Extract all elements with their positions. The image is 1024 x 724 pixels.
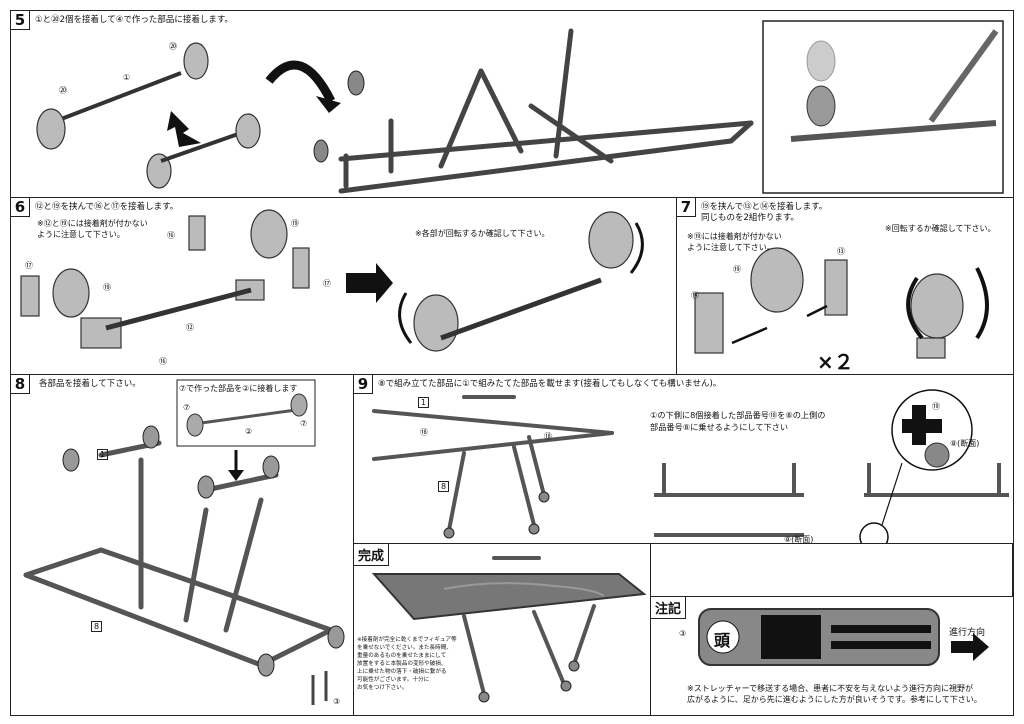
direction-label: 進行方向 <box>949 628 986 638</box>
complete-note: ※接着剤が完全に乾くまでフィギュア等 を乗せないでください。また長時間、 重量の… <box>357 637 457 691</box>
caution-panel: 注記 頭 ③ 進行方向 ※ストレッチャーで移送する場合、患者に不安を与えないよう… <box>650 596 1014 716</box>
direction-arrow-icon <box>951 633 989 661</box>
step-7-illustration <box>694 247 989 359</box>
part-label-b1: 1 <box>97 449 109 460</box>
step-6-illustration <box>20 209 644 352</box>
step-8-panel: 8 各部品を接着して下さい。 ⑦で作った部品を②に <box>10 374 354 716</box>
part-label-14: ⑭ <box>691 291 699 300</box>
step-number: 5 <box>11 11 30 30</box>
right-arrow-icon <box>346 263 393 303</box>
detail-text: ①の下側に8個接着した部品番号⑱を⑧の上側の 部品番号⑧に乗せるようにして下さい <box>650 410 826 432</box>
part-label-7b: ⑦ <box>300 419 308 428</box>
section-label: ⑧(断面) <box>784 535 814 544</box>
inset-caption: ⑦で作った部品を②に接着します <box>179 384 298 393</box>
step-5-panel: 5 ①と⑳2個を接着して④で作った部品に接着します。 <box>10 10 1014 198</box>
step-instruction: ①と⑳2個を接着して④で作った部品に接着します。 <box>35 15 234 25</box>
head-mark: 頭 <box>714 631 731 650</box>
step-5-illustration <box>36 20 1004 194</box>
section-label-zoom: ⑧(断面) <box>950 439 980 448</box>
step-8-illustration <box>23 379 345 705</box>
part-label-b8: 8 <box>91 621 103 632</box>
step-6-panel: 6 ⑫と⑲を挟んで⑯と⑰を接着します。 ※⑫と⑲には接着剤が付かない ように注意… <box>10 197 677 375</box>
part-label-17: ⑰ <box>25 261 33 270</box>
complete-title: 完成 <box>354 544 390 566</box>
step-number: 7 <box>677 198 696 217</box>
step-9-illustration <box>372 389 1009 543</box>
part-label-13: ⑬ <box>837 247 845 256</box>
part-label-7: ⑦ <box>183 403 191 412</box>
part-label-16: ⑯ <box>167 231 175 240</box>
part-label-18: ⑱ <box>420 428 428 437</box>
part-label-b8: 8 <box>438 481 450 492</box>
part-label-18b: ⑱ <box>544 432 552 441</box>
step-number: 8 <box>11 375 30 394</box>
top-view-illustration <box>698 608 989 666</box>
step-7-panel: 7 ⑲を挟んで⑬と⑭を接着します。 同じものを2組作ります。 ※⑲には接着剤が付… <box>676 197 1014 375</box>
step-9-panel: 9 ⑧で組み立てた部品に①で組みたてた部品を載せます(接着してもしなくても構いま… <box>353 374 1014 544</box>
part-label-2: ② <box>245 427 253 436</box>
part-label-1: ① <box>123 73 131 82</box>
part-label-20b: ⑳ <box>59 86 67 95</box>
quantity-multiplier: ×２ <box>817 350 854 374</box>
part-label-3: ③ <box>679 629 687 638</box>
check-text: ※各部が回転するか確認して下さい。 <box>415 229 550 238</box>
part-label-19b: ⑲ <box>103 283 111 292</box>
check-text: ※回転するか確認して下さい。 <box>885 224 996 233</box>
step-number: 9 <box>354 375 373 394</box>
step-instruction: 各部品を接着して下さい。 <box>39 379 141 389</box>
step-number: 6 <box>11 198 30 217</box>
part-label-16b: ⑯ <box>159 357 167 366</box>
part-label-17b: ⑰ <box>323 279 331 288</box>
part-label-19: ⑲ <box>291 219 299 228</box>
part-label-b1: 1 <box>418 397 430 408</box>
completed-stretcher-illustration <box>371 556 647 703</box>
part-label-3: ③ <box>333 697 341 706</box>
part-label-19: ⑲ <box>932 402 940 411</box>
caution-text: ※⑲には接着剤が付かない ように注意して下さい。 <box>687 232 782 252</box>
complete-panel: 完成 ※接着剤が完全に乾くまでフィギュア等 を乗せないでください。また長時間、 … <box>353 543 651 716</box>
caution-text: ※⑫と⑲には接着剤が付かない ように注意して下さい。 <box>37 219 148 239</box>
part-label-12: ⑫ <box>186 323 194 332</box>
part-label-19: ⑲ <box>733 265 741 274</box>
step-instruction: ⑫と⑲を挟んで⑯と⑰を接着します。 <box>35 202 179 212</box>
down-arrow-icon <box>167 111 201 147</box>
step-instruction: ⑲を挟んで⑬と⑭を接着します。 同じものを2組作ります。 <box>701 202 828 223</box>
step-instruction: ⑧で組み立てた部品に①で組みたてた部品を載せます(接着してもしなくても構いません… <box>378 379 722 389</box>
caution-title: 注記 <box>651 597 687 619</box>
caution-note: ※ストレッチャーで移送する場合、患者に不安を与えないよう進行方向に視野が 広がる… <box>687 684 982 704</box>
part-label-20: ⑳ <box>169 42 177 51</box>
